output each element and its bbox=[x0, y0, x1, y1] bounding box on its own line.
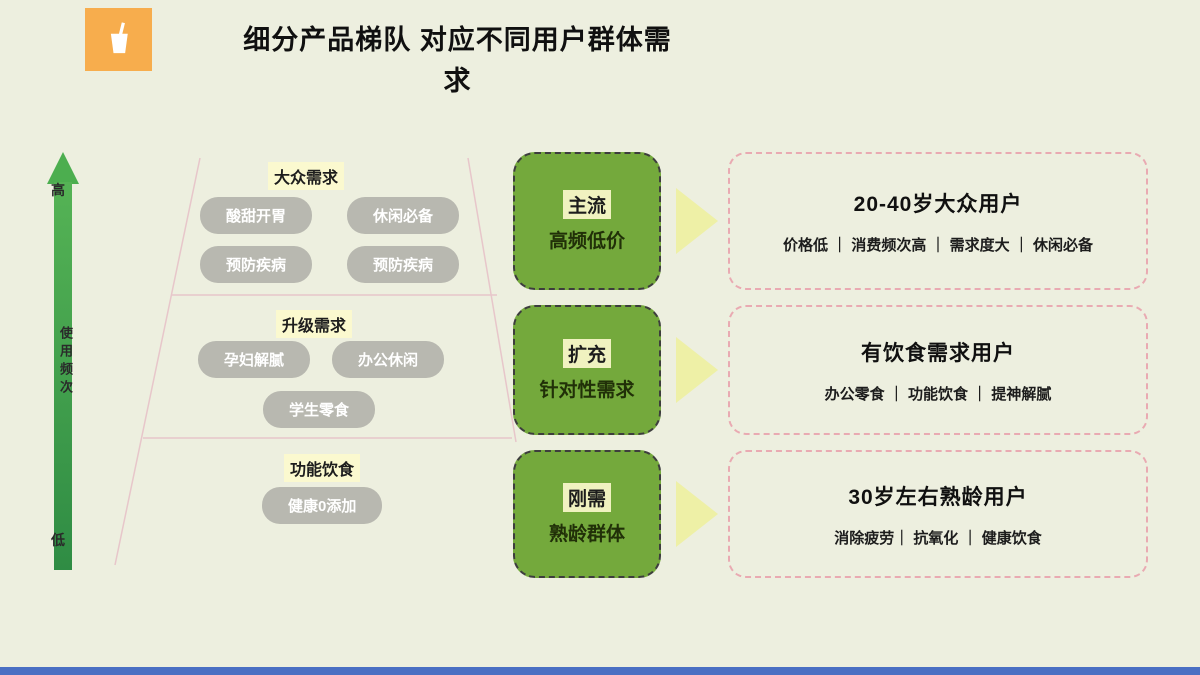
pill-leisure-essential: 休闲必备 bbox=[347, 197, 460, 234]
axis-label-frequency: 使用频次 bbox=[58, 326, 73, 398]
audience-details: 价格低 ｜ 消费频次高 ｜ 需求度大 ｜ 休闲必备 bbox=[782, 236, 1093, 254]
pill-sour-sweet-appetizer: 酸甜开胃 bbox=[200, 197, 313, 234]
tier-label-functional-food: 功能饮食 bbox=[284, 454, 361, 482]
page-title-line1: 细分产品梯队 对应不同用户群体需 bbox=[243, 25, 672, 55]
axis-arrow-shaft bbox=[54, 182, 72, 570]
segment-box-rigid-demand: 刚需 熟龄群体 bbox=[513, 450, 661, 578]
audience-box-mass-users: 20-40岁大众用户 价格低 ｜ 消费频次高 ｜ 需求度大 ｜ 休闲必备 bbox=[728, 152, 1148, 290]
audience-title: 30岁左右熟龄用户 bbox=[848, 485, 1028, 509]
segment-subtitle: 熟龄群体 bbox=[548, 523, 625, 545]
pill-office-leisure: 办公休闲 bbox=[332, 341, 445, 378]
audience-details: 消除疲劳｜ 抗氧化 ｜ 健康饮食 bbox=[834, 529, 1042, 547]
drink-cup-icon bbox=[85, 8, 152, 71]
axis-label-low: 低 bbox=[51, 532, 65, 548]
segment-tag: 主流 bbox=[562, 189, 611, 219]
segment-box-expansion: 扩充 针对性需求 bbox=[513, 305, 661, 435]
tier-label-mass-demand: 大众需求 bbox=[268, 162, 345, 190]
pill-pregnant-relief: 孕妇解腻 bbox=[198, 341, 311, 378]
page-title: 细分产品梯队 对应不同用户群体需 求 bbox=[170, 20, 745, 101]
pill-student-snack: 学生零食 bbox=[263, 391, 376, 428]
segment-subtitle: 高频低价 bbox=[548, 230, 625, 252]
segment-subtitle: 针对性需求 bbox=[539, 379, 635, 401]
pill-healthy-zero-additive: 健康0添加 bbox=[262, 487, 383, 524]
audience-box-mature-users: 30岁左右熟龄用户 消除疲劳｜ 抗氧化 ｜ 健康饮食 bbox=[728, 450, 1148, 578]
pill-disease-prevention-1: 预防疾病 bbox=[200, 246, 313, 283]
page-title-line2: 求 bbox=[443, 65, 472, 96]
axis-arrow-head bbox=[47, 152, 79, 184]
audience-title: 有饮食需求用户 bbox=[861, 341, 1015, 365]
segment-tag: 扩充 bbox=[562, 338, 611, 368]
right-arrow-icon-1 bbox=[676, 188, 718, 254]
audience-title: 20-40岁大众用户 bbox=[853, 192, 1023, 216]
bottom-accent-bar bbox=[0, 667, 1200, 675]
segment-box-mainstream: 主流 高频低价 bbox=[513, 152, 661, 290]
drink-cup-glyph bbox=[110, 21, 128, 53]
segment-tag: 刚需 bbox=[562, 482, 611, 512]
pill-disease-prevention-2: 预防疾病 bbox=[347, 246, 460, 283]
audience-details: 办公零食 ｜ 功能饮食 ｜ 提神解腻 bbox=[824, 385, 1052, 403]
right-arrow-icon-2 bbox=[676, 337, 718, 403]
right-arrow-icon-3 bbox=[676, 481, 718, 547]
audience-box-diet-demand-users: 有饮食需求用户 办公零食 ｜ 功能饮食 ｜ 提神解腻 bbox=[728, 305, 1148, 435]
axis-label-high: 高 bbox=[51, 182, 65, 198]
tier-label-upgrade-demand: 升级需求 bbox=[276, 310, 353, 338]
